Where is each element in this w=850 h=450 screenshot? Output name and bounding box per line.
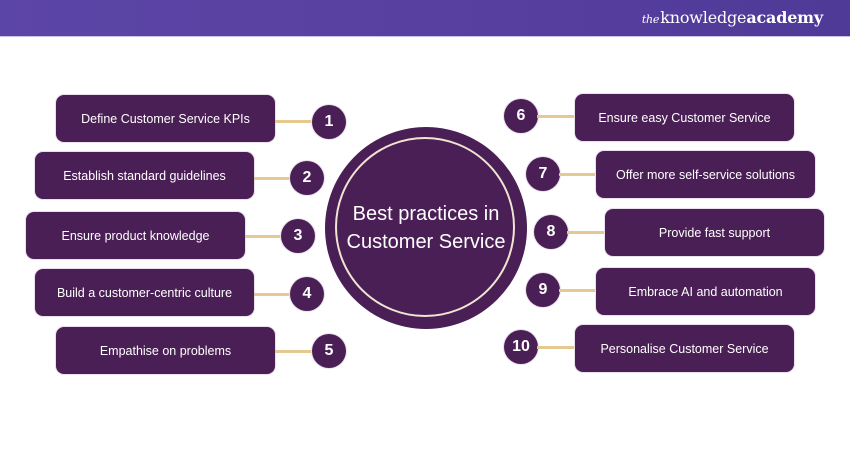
practice-label: Ensure product knowledge bbox=[61, 228, 210, 243]
logo-prefix: the bbox=[641, 13, 660, 26]
practice-label: Provide fast support bbox=[658, 225, 771, 240]
connector-line bbox=[559, 173, 597, 176]
practice-label: Define Customer Service KPIs bbox=[81, 111, 250, 126]
connector-line bbox=[537, 346, 575, 349]
practice-label: Ensure easy Customer Service bbox=[598, 110, 771, 125]
connector-line bbox=[559, 289, 597, 292]
practice-box-7: Offer more self-service solutions bbox=[596, 151, 815, 198]
practice-label: Empathise on problems bbox=[99, 343, 232, 358]
practice-box-9: Embrace AI and automation bbox=[596, 268, 815, 315]
connector-line bbox=[245, 235, 283, 238]
number-badge-2: 2 bbox=[290, 161, 324, 195]
practice-box-1: Define Customer Service KPIs bbox=[56, 95, 275, 142]
practice-box-5: Empathise on problems bbox=[56, 327, 275, 374]
practice-label: Establish standard guidelines bbox=[63, 168, 226, 183]
practice-box-2: Establish standard guidelines bbox=[35, 152, 254, 199]
connector-line bbox=[254, 177, 292, 180]
number-badge-8: 8 bbox=[534, 215, 568, 249]
logo-part-2: academy bbox=[746, 8, 823, 27]
header-bar: theknowledgeacademy bbox=[0, 0, 850, 37]
center-title: Best practices in Customer Service bbox=[346, 203, 506, 253]
brand-logo: theknowledgeacademy bbox=[642, 8, 823, 27]
connector-line bbox=[537, 115, 575, 118]
practice-box-4: Build a customer-centric culture bbox=[35, 269, 254, 316]
practice-label: Embrace AI and automation bbox=[628, 284, 783, 299]
connector-line bbox=[254, 293, 292, 296]
number-badge-4: 4 bbox=[290, 277, 324, 311]
practice-label: Offer more self-service solutions bbox=[616, 167, 795, 182]
number-badge-3: 3 bbox=[281, 219, 315, 253]
connector-line bbox=[275, 120, 313, 123]
logo-part-1: knowledge bbox=[660, 8, 747, 27]
practice-box-6: Ensure easy Customer Service bbox=[575, 94, 794, 141]
practice-box-10: Personalise Customer Service bbox=[575, 325, 794, 372]
practice-box-8: Provide fast support bbox=[605, 209, 824, 256]
number-badge-5: 5 bbox=[312, 334, 346, 368]
connector-line bbox=[567, 231, 605, 234]
number-badge-6: 6 bbox=[504, 99, 538, 133]
number-badge-10: 10 bbox=[504, 330, 538, 364]
practice-box-3: Ensure product knowledge bbox=[26, 212, 245, 259]
number-badge-1: 1 bbox=[312, 105, 346, 139]
practice-label: Build a customer-centric culture bbox=[56, 285, 233, 300]
hub-inner-ring bbox=[335, 137, 515, 317]
center-hub-circle: Best practices in Customer Service bbox=[325, 127, 527, 329]
practice-label: Personalise Customer Service bbox=[600, 341, 769, 356]
connector-line bbox=[275, 350, 313, 353]
number-badge-7: 7 bbox=[526, 157, 560, 191]
number-badge-9: 9 bbox=[526, 273, 560, 307]
